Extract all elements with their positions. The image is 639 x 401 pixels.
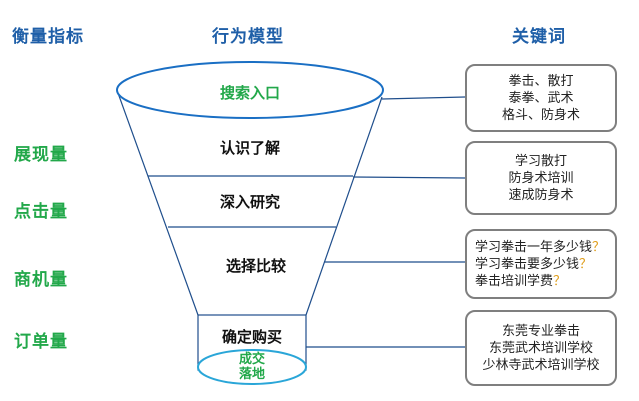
metric-impressions: 展现量 bbox=[14, 145, 68, 165]
keyword-box-4: 东莞专业拳击 东莞武术培训学校 少林寺武术培训学校 bbox=[465, 310, 617, 386]
question-mark: ？ bbox=[592, 239, 606, 255]
keyword-line: 少林寺武术培训学校 bbox=[482, 357, 600, 373]
keyword-text: 拳击培训学费 bbox=[475, 273, 554, 289]
keyword-line: 学习散打 bbox=[514, 153, 567, 169]
stage-purchase: 确定购买 bbox=[221, 328, 282, 346]
deal-line-1: 成交 bbox=[238, 352, 265, 367]
stage-awareness: 认识了解 bbox=[219, 139, 280, 157]
keyword-text: 学习拳击一年多少钱 bbox=[475, 239, 593, 255]
question-mark: ？ bbox=[553, 273, 567, 289]
keyword-line: 学习拳击一年多少钱？ bbox=[475, 239, 615, 256]
behavior-header: 行为模型 bbox=[212, 27, 284, 47]
keyword-line: 防身术培训 bbox=[508, 170, 574, 186]
deal-line-2: 落地 bbox=[238, 367, 265, 382]
metric-leads: 商机量 bbox=[14, 270, 68, 290]
stage-search-entry: 搜索入口 bbox=[219, 84, 280, 102]
keyword-line: 东莞专业拳击 bbox=[501, 323, 580, 339]
keyword-line: 泰拳、武术 bbox=[508, 90, 574, 106]
metric-orders: 订单量 bbox=[14, 332, 68, 352]
connector-1 bbox=[381, 96, 466, 100]
metric-clicks: 点击量 bbox=[14, 202, 68, 222]
keywords-header: 关键词 bbox=[512, 27, 566, 47]
keyword-text: 学习拳击要多少钱 bbox=[475, 256, 580, 272]
keyword-box-1: 拳击、散打 泰拳、武术 格斗、防身术 bbox=[465, 64, 617, 132]
stage-compare: 选择比较 bbox=[225, 257, 286, 275]
keyword-box-3: 学习拳击一年多少钱？ 学习拳击要多少钱？ 拳击培训学费？ bbox=[465, 229, 617, 299]
metrics-header: 衡量指标 bbox=[12, 27, 84, 47]
keyword-line: 速成防身术 bbox=[508, 187, 574, 203]
funnel-left-edge bbox=[117, 92, 199, 316]
keyword-line: 拳击、散打 bbox=[508, 73, 574, 89]
stage-research: 深入研究 bbox=[219, 193, 280, 211]
keyword-line: 格斗、防身术 bbox=[501, 107, 580, 123]
connector-2 bbox=[352, 176, 466, 179]
keyword-line: 学习拳击要多少钱？ bbox=[475, 256, 615, 273]
keyword-line: 拳击培训学费？ bbox=[475, 273, 615, 290]
keyword-line: 东莞武术培训学校 bbox=[488, 340, 593, 356]
question-mark: ？ bbox=[579, 256, 593, 272]
deal-ellipse bbox=[197, 349, 307, 385]
funnel-right-edge bbox=[305, 96, 383, 316]
stage-deal: 成交 落地 bbox=[182, 352, 322, 382]
search-entry-ellipse bbox=[116, 61, 384, 119]
keyword-box-2: 学习散打 防身术培训 速成防身术 bbox=[465, 141, 617, 215]
